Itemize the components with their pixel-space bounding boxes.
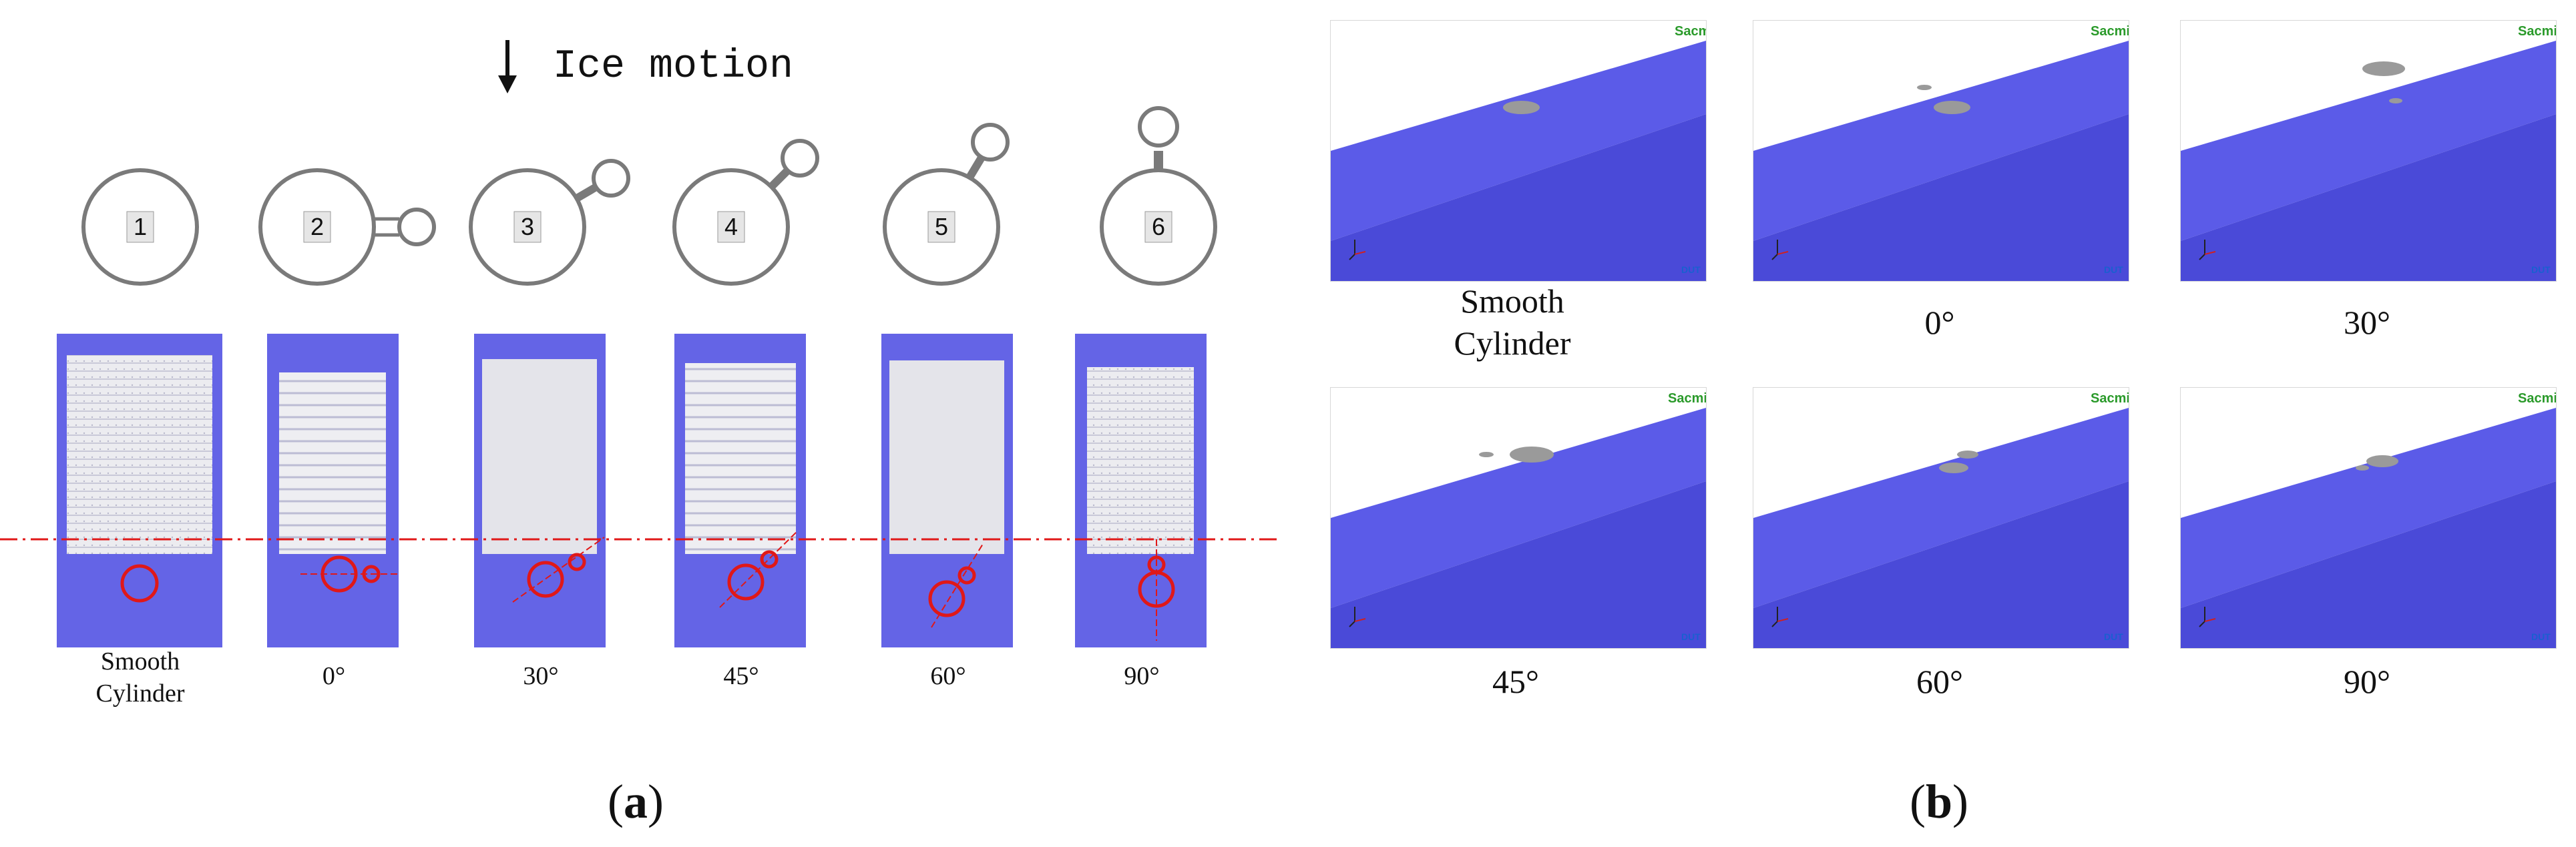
- marker-30-small: [568, 553, 586, 571]
- small-cylinder-6: [1138, 106, 1179, 148]
- marker-60-main: [928, 580, 965, 617]
- view-90: Sacmi DUT: [2180, 387, 2557, 649]
- label-b-smooth: Smooth Cylinder: [1454, 282, 1571, 362]
- svg-text:Sacmi: Sacmi: [1675, 24, 1707, 39]
- small-cylinder-4: [781, 139, 819, 178]
- label-b-60: 60°: [1916, 663, 1963, 700]
- view-smooth: Sacmi DUT: [1330, 20, 1707, 282]
- svg-text:Sacmi: Sacmi: [2518, 391, 2557, 406]
- svg-text:DUT: DUT: [2531, 264, 2551, 275]
- marker-45-small: [760, 550, 779, 569]
- label-b-90: 90°: [2344, 663, 2390, 700]
- svg-text:DUT: DUT: [2104, 264, 2123, 275]
- config-number-2: 2: [310, 213, 325, 240]
- svg-text:DUT: DUT: [2531, 631, 2551, 642]
- main-cylinder-1: [81, 168, 199, 286]
- label-a-0: 0°: [322, 662, 346, 690]
- view-60: Sacmi DUT: [1753, 387, 2129, 649]
- ice-motion-label: Ice motion: [553, 44, 794, 89]
- marker-30-main: [527, 561, 564, 598]
- ice-motion-indicator: Ice motion: [494, 37, 793, 97]
- config-schematics: [81, 106, 1217, 286]
- svg-text:DUT: DUT: [1681, 631, 1701, 642]
- config-number-4: 4: [724, 213, 738, 240]
- svg-text:Sacmi: Sacmi: [2091, 24, 2129, 39]
- view-0: Sacmi DUT: [1753, 20, 2129, 282]
- marker-45-main: [727, 563, 765, 601]
- config-number-5: 5: [934, 213, 949, 240]
- label-a-60: 60°: [930, 662, 966, 690]
- label-a-45: 45°: [723, 662, 759, 690]
- label-b-30: 30°: [2344, 304, 2390, 341]
- axis-triad-icon: [1349, 240, 1366, 260]
- ice-sheet-smooth: [67, 355, 212, 554]
- view-30: Sacmi DUT: [2180, 20, 2557, 282]
- svg-text:DUT: DUT: [2104, 631, 2123, 642]
- view-45: Sacmi DUT: [1330, 387, 1707, 649]
- main-cylinder-3: [469, 168, 586, 286]
- ice-sheet-0: [279, 372, 386, 554]
- down-arrow-icon: [498, 40, 517, 93]
- main-cylinder-4: [672, 168, 790, 286]
- label-b-0: 0°: [1924, 304, 1955, 341]
- label-a-30: 30°: [523, 662, 559, 690]
- label-b-45: 45°: [1492, 663, 1539, 700]
- panel-b-caption: (b): [1910, 775, 1969, 828]
- small-cylinder-5: [971, 123, 1010, 162]
- svg-text:Sacmi: Sacmi: [2091, 391, 2129, 406]
- marker-smooth: [120, 564, 159, 603]
- config-number-3: 3: [520, 213, 535, 240]
- svg-text:DUT: DUT: [1681, 264, 1701, 275]
- label-a-90: 90°: [1124, 662, 1160, 690]
- ice-sheet-90: [1087, 367, 1194, 554]
- label-a-smooth: Smooth Cylinder: [95, 647, 185, 708]
- config-number-1: 1: [133, 213, 148, 240]
- main-cylinder-2: [258, 168, 376, 286]
- ice-sheet-60: [889, 360, 1004, 554]
- svg-text:Sacmi: Sacmi: [1668, 391, 1707, 406]
- config-number-6: 6: [1151, 213, 1166, 240]
- marker-60-small: [957, 566, 976, 585]
- ice-sheet-45: [685, 363, 796, 554]
- panel-a-caption: (a): [608, 775, 664, 828]
- small-cylinder-3: [592, 159, 630, 198]
- top-view-strips: [0, 334, 1282, 647]
- main-cylinder-5: [883, 168, 1000, 286]
- svg-text:Sacmi: Sacmi: [2518, 24, 2557, 39]
- ice-sheet-30: [482, 359, 597, 554]
- small-cylinder-2: [397, 208, 436, 246]
